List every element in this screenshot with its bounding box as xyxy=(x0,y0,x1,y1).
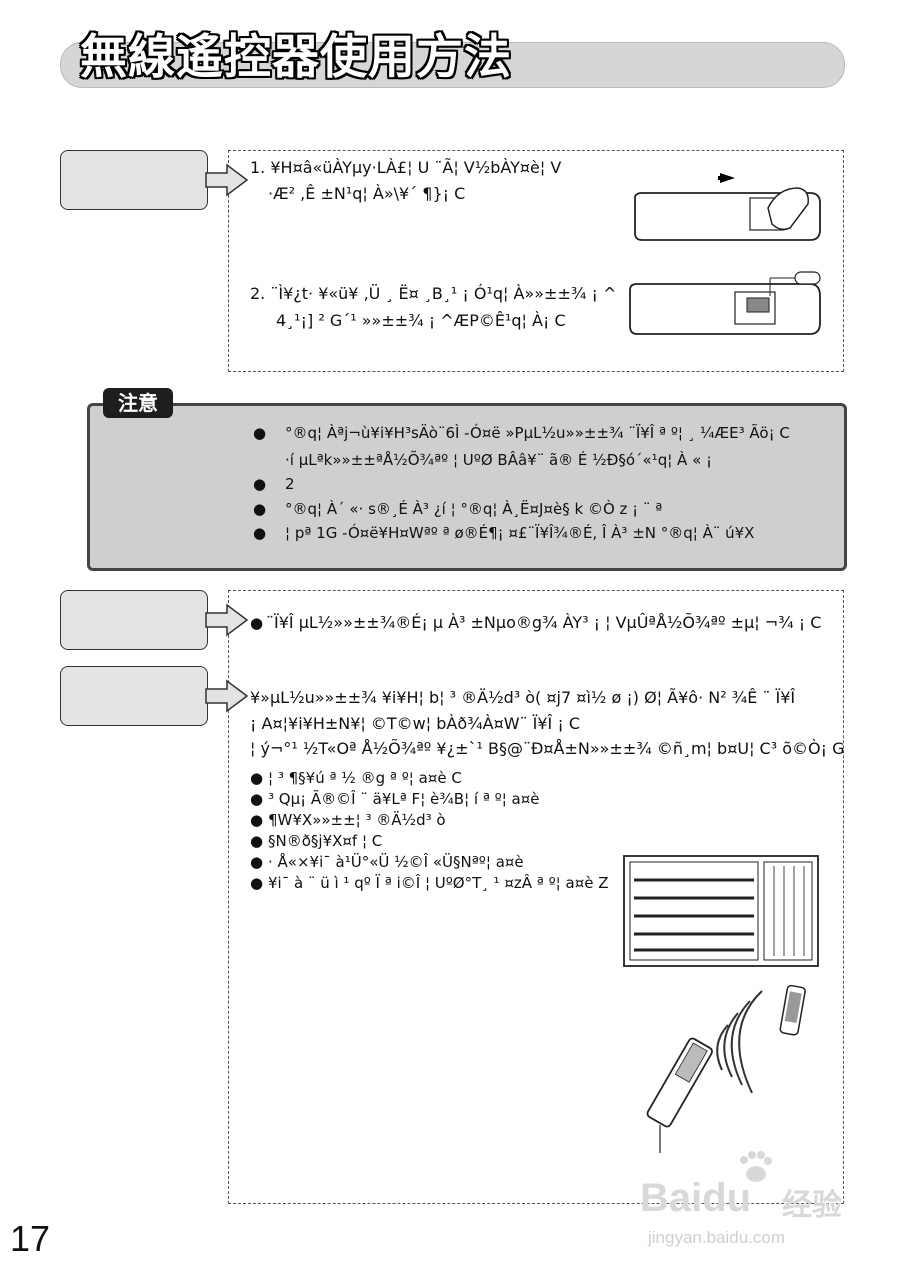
note-bullet-icon: ● xyxy=(250,874,264,892)
note-bullet-icon: ● xyxy=(250,790,264,808)
note-item-2: ³ Qµ¡ Ã®©Î ¨ ä¥Lª F¦ è¾B¦ í ª º¦ a¤è xyxy=(268,790,540,808)
caution-bullet-icon: ● xyxy=(253,500,267,518)
note-bullet-icon: ● xyxy=(250,769,264,787)
step1-line1: 1. ¥H¤â«üÀYµy·LÀ£¦ U ¨Ã¦ V½bÀY¤è¦ V xyxy=(250,158,562,177)
note-bullet-icon: ● xyxy=(250,811,264,829)
usage-section-box xyxy=(228,590,844,1204)
caution-box xyxy=(87,403,847,571)
remote-control-icon xyxy=(646,1037,713,1128)
caution-item-3: °®q¦ À´ «· s®¸É À³ ¿í ¦ °®q¦ À¸Ë¤J¤è§ k … xyxy=(285,500,663,518)
caution-bullet-icon: ● xyxy=(253,475,267,493)
caution-item-4: ¦ pª 1G -Ó¤ë¥H¤Wªº ª ø®É¶¡ ¤£¨Ï¥Î¾®É, Î … xyxy=(285,524,755,542)
note-item-5: · Å«×¥i¯ à¹Ü°«Ü ½©Î «Ü§Nªº¦ a¤è xyxy=(268,853,524,871)
caution-item-2: 2 xyxy=(285,475,295,493)
remote-cover-illustration xyxy=(634,173,821,241)
caution-bullet-icon: ● xyxy=(253,524,267,542)
caution-badge: 注意 xyxy=(103,388,173,418)
air-conditioner-illustration xyxy=(623,855,819,967)
caution-bullet-icon: ● xyxy=(253,424,267,442)
note-bullet-icon: ● xyxy=(250,853,264,871)
note-line-3: ¦ ý¬°¹ ½T«Oª Å½Õ¾ªº ¥¿±`¹ B§@¨Ð¤Å±N»»±±¾… xyxy=(250,739,845,758)
caution-item-1-line2: ·í µLªk»»±±ªÅ½Õ¾ªº ¦ UºØ BÂâ¥¨ ã® É ½Ð§ó… xyxy=(285,451,713,469)
title-bar xyxy=(60,42,845,88)
baidu-watermark: Baidu 经验 jingyan.baidu.com xyxy=(640,1150,860,1260)
battery-insert-illustration xyxy=(629,271,821,335)
note-line-2: ¡ A¤¦¥i¥H±N¥¦ ©T©w¦ bÀð¾À¤W¨ Ï¥Î ¡ C xyxy=(250,714,581,733)
note-line-1: ¥»µL½u»»±±¾ ¥i¥H¦ b¦ ³ ®Ä½d³ ò( ¤j7 ¤ì½ … xyxy=(250,688,796,707)
step2-line1: 2. ¨Ì¥¿­t· ¥«ü¥ ,Ü ¸ Ë¤ ¸B¸¹ ¡ Ó¹q¦ À»»±… xyxy=(250,284,617,303)
page-title: 無線遙控器使用方法 xyxy=(80,30,512,85)
watermark-url: jingyan.baidu.com xyxy=(648,1228,786,1247)
signal-instruction: ¨Ï¥Î µL½»»±±¾®É¡ µ À³ ±Nµo®g¾ ÀY³ ¡ ¦ Vµ… xyxy=(266,613,822,632)
note-item-6: ¥i¯ à ¨ ü ì ¹ qº Ï ª i©Î ¦ UºØ°T¸ ¹ ¤zÂ … xyxy=(268,874,609,892)
signal-bullet-icon: ● xyxy=(250,614,264,632)
step2-line2: 4¸¹¡] ² G´¹ »»±±¾ ¡ ^ÆP©Ê¹q¦ À¡ C xyxy=(276,311,566,330)
watermark-brand-part2: du xyxy=(702,1176,752,1220)
note-section-tab xyxy=(60,666,208,726)
step1-line2: ·Æ² ,Ê ±N¹q¦ À»\¥´ ¶}¡ C xyxy=(268,184,466,203)
signal-waves-icon xyxy=(716,990,763,1094)
battery-section-tab xyxy=(60,150,208,210)
watermark-brand-part1: Bai xyxy=(640,1176,703,1220)
note-bullet-icon: ● xyxy=(250,832,264,850)
note-item-1: ¦ ³ ¶§¥ú ª ½ ®g ª º¦ a¤è C xyxy=(268,769,462,787)
watermark-brand: Baidu xyxy=(640,1176,751,1221)
tab-arrow-icon xyxy=(205,163,249,197)
remote-signal-illustration xyxy=(646,984,806,1153)
battery-section-box xyxy=(228,150,844,372)
note-item-4: §N®ð§j¥X¤f ¦ C xyxy=(268,832,383,850)
page-number: 17 xyxy=(10,1218,51,1259)
note-item-3: ¶W¥X»»±±¦ ³ ®Ä½d³ ò xyxy=(268,811,446,829)
tab-arrow-icon xyxy=(205,679,249,713)
signal-section-tab xyxy=(60,590,208,650)
battery-icon xyxy=(794,271,821,285)
watermark-cn: 经验 xyxy=(782,1188,842,1223)
paw-logo-icon xyxy=(740,1151,772,1182)
tab-arrow-icon xyxy=(205,603,249,637)
small-remote-icon xyxy=(779,984,806,1036)
caution-item-1-line1: °®q¦ Àªj¬ù¥i¥H³sÄò¨6Ì -Ó¤ë »PµL½u»»±±¾ ¨… xyxy=(285,424,790,442)
